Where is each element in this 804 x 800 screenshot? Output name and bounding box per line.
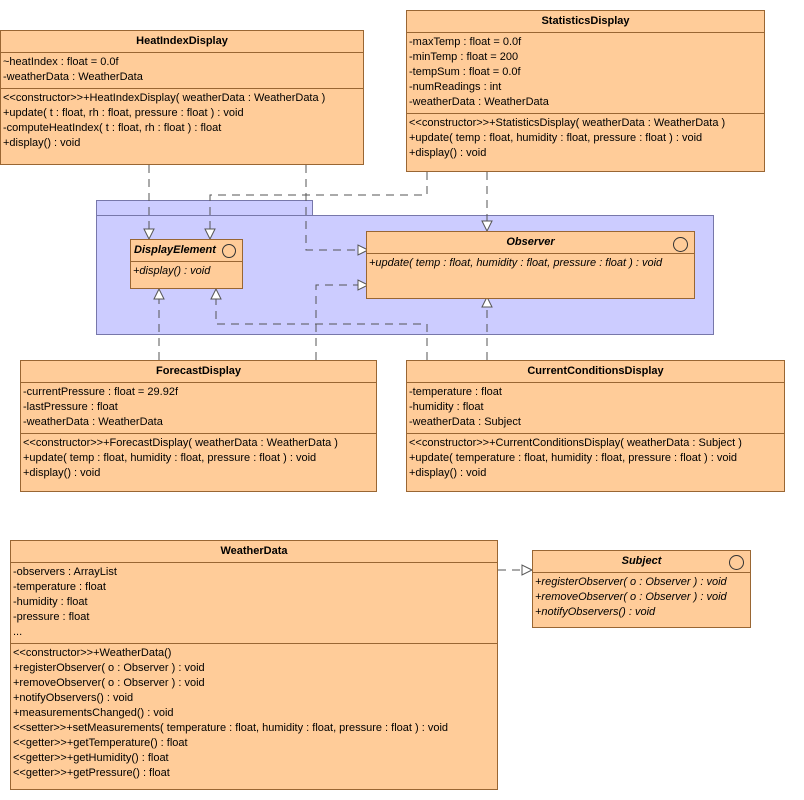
attribute: -tempSum : float = 0.0f [409,66,521,78]
class-weatherdata[interactable]: WeatherData -observers : ArrayList -temp… [10,540,498,790]
attribute: -weatherData : WeatherData [23,416,163,428]
interface-subject[interactable]: Subject +registerObserver( o : Observer … [532,550,751,628]
attributes: ~heatIndex : float = 0.0f -weatherData :… [1,53,363,88]
attribute: -currentPressure : float = 29.92f [23,386,178,398]
operation: +display() : void [23,467,101,479]
class-name: StatisticsDisplay [407,11,764,33]
operation: <<constructor>>+StatisticsDisplay( weath… [409,117,726,129]
attribute: -weatherData : Subject [409,416,521,428]
attribute: -maxTemp : float = 0.0f [409,36,522,48]
operation: +update( t : float, rh : float, pressure… [3,107,244,119]
operation: <<constructor>>+ForecastDisplay( weather… [23,437,338,449]
attribute: -minTemp : float = 200 [409,51,519,63]
operation: <<getter>>+getTemperature() : float [13,737,188,749]
interface-displayelement[interactable]: DisplayElement +display() : void [130,239,243,289]
attribute: -humidity : float [409,401,484,413]
operation: +registerObserver( o : Observer ) : void [13,662,205,674]
attributes: -observers : ArrayList -temperature : fl… [11,563,497,643]
operations: +update( temp : float, humidity : float,… [367,254,694,274]
interface-name: DisplayElement [131,240,242,262]
operations: <<constructor>>+WeatherData() +registerO… [11,643,497,784]
arrowhead-weather-subject [521,564,534,576]
operation: +update( temp : float, humidity : float,… [369,257,663,269]
attribute: ... [13,626,23,638]
interface-name: Observer [367,232,694,254]
operation: <<constructor>>+WeatherData() [13,647,172,659]
operation: <<getter>>+getHumidity() : float [13,752,169,764]
interface-circle-icon [729,555,744,570]
interface-circle-icon [673,237,688,252]
operation: +update( temp : float, humidity : float,… [23,452,317,464]
attribute: -pressure : float [13,611,90,623]
attribute: -weatherData : WeatherData [3,71,143,83]
interface-name: Subject [533,551,750,573]
operation: +display() : void [3,137,81,149]
operations: <<constructor>>+StatisticsDisplay( weath… [407,113,764,164]
attributes: -currentPressure : float = 29.92f -lastP… [21,383,376,433]
attribute: -numReadings : int [409,81,502,93]
class-forecastdisplay[interactable]: ForecastDisplay -currentPressure : float… [20,360,377,492]
operation: +display() : void [133,265,211,277]
attributes: -temperature : float -humidity : float -… [407,383,784,433]
operations: <<constructor>>+ForecastDisplay( weather… [21,433,376,484]
operations: <<constructor>>+CurrentConditionsDisplay… [407,433,784,484]
class-name: ForecastDisplay [21,361,376,383]
operation: <<setter>>+setMeasurements( temperature … [13,722,449,734]
attribute: ~heatIndex : float = 0.0f [3,56,119,68]
class-name: CurrentConditionsDisplay [407,361,784,383]
interface-name-text: DisplayElement [134,244,216,256]
attribute: -observers : ArrayList [13,566,117,578]
operation: +notifyObservers() : void [535,606,656,618]
operation: <<constructor>>+CurrentConditionsDisplay… [409,437,742,449]
attributes: -maxTemp : float = 0.0f -minTemp : float… [407,33,764,113]
operation: <<getter>>+getPressure() : float [13,767,170,779]
operation: +display() : void [409,147,487,159]
class-name: WeatherData [11,541,497,563]
operations: <<constructor>>+HeatIndexDisplay( weathe… [1,88,363,154]
interface-circle-icon [222,244,236,258]
operation: +registerObserver( o : Observer ) : void [535,576,727,588]
operations: +display() : void [131,262,242,282]
operation: +measurementsChanged() : void [13,707,174,719]
attribute: -temperature : float [13,581,106,593]
operation: +update( temp : float, humidity : float,… [409,132,703,144]
interface-name-text: Subject [621,555,662,567]
operations: +registerObserver( o : Observer ) : void… [533,573,750,623]
class-name: HeatIndexDisplay [1,31,363,53]
attribute: -weatherData : WeatherData [409,96,549,108]
attribute: -temperature : float [409,386,502,398]
operation: +display() : void [409,467,487,479]
class-statisticsdisplay[interactable]: StatisticsDisplay -maxTemp : float = 0.0… [406,10,765,172]
interface-name-text: Observer [506,236,555,248]
operation: +notifyObservers() : void [13,692,134,704]
interface-observer[interactable]: Observer +update( temp : float, humidity… [366,231,695,299]
class-currentconditionsdisplay[interactable]: CurrentConditionsDisplay -temperature : … [406,360,785,492]
attribute: -lastPressure : float [23,401,118,413]
attribute: -humidity : float [13,596,88,608]
operation: <<constructor>>+HeatIndexDisplay( weathe… [3,92,326,104]
operation: +removeObserver( o : Observer ) : void [13,677,205,689]
class-heatindexdisplay[interactable]: HeatIndexDisplay ~heatIndex : float = 0.… [0,30,364,165]
operation: +update( temperature : float, humidity :… [409,452,738,464]
operation: +removeObserver( o : Observer ) : void [535,591,727,603]
operation: -computeHeatIndex( t : float, rh : float… [3,122,222,134]
